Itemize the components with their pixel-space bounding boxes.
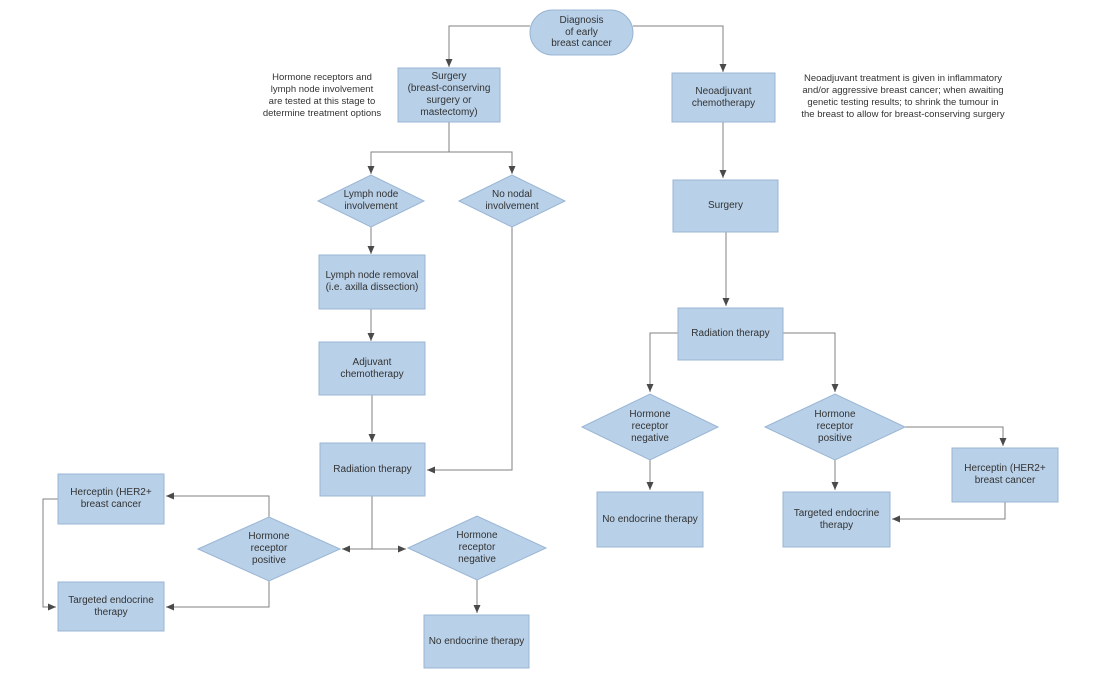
edge-diagnosis-to-surgery-left — [445, 25, 530, 67]
hr-negative-right-diamond — [580, 393, 720, 461]
no-endocrine-left-shape — [423, 614, 530, 669]
edge-hr-positive-to-herceptin-right — [905, 426, 1007, 446]
herceptin-left-shape — [57, 473, 165, 525]
lymph-involvement-diamond — [316, 174, 426, 228]
surgery-left-shape — [397, 67, 501, 123]
edge-radiation-right-to-hr-negative — [646, 332, 678, 392]
hr-negative-left-diamond — [406, 515, 548, 581]
edge-no-nodal-to-radiation-left — [427, 227, 513, 474]
targeted-left-shape — [57, 581, 165, 632]
edge-herceptin-to-targeted-left — [42, 498, 58, 611]
neoadjuvant-shape — [671, 72, 776, 123]
edge-herceptin-to-targeted-right — [892, 502, 1006, 523]
surgery-right-shape — [672, 179, 779, 233]
radiation-right-shape — [677, 307, 784, 361]
radiation-left-shape — [319, 442, 426, 497]
annotation-neoadjuvant-treatment: Neoadjuvant treatment is given in inflam… — [801, 73, 1005, 121]
adjuvant-shape — [318, 341, 426, 396]
no-endocrine-right-shape — [596, 491, 704, 548]
edge-hr-positive-to-herceptin-left — [166, 492, 270, 517]
edge-diagnosis-to-neoadjuvant — [633, 25, 727, 72]
hr-positive-left-diamond — [196, 516, 342, 582]
diagnosis-shape — [529, 9, 634, 56]
edge-hr-positive-to-targeted-left — [166, 581, 270, 611]
lymph-removal-shape — [318, 254, 426, 310]
targeted-right-shape — [782, 491, 891, 548]
hr-positive-right-diamond — [763, 393, 907, 461]
edges — [42, 25, 1007, 613]
edge-split-to-no-nodal — [449, 151, 516, 174]
no-nodal-diamond — [457, 174, 567, 228]
shapes — [57, 9, 1059, 669]
edge-radiation-right-to-hr-positive — [783, 332, 839, 392]
edge-split-to-lymph-involvement — [367, 151, 449, 174]
annotation-hormone-receptors: Hormone receptors and lymph node involve… — [262, 72, 382, 120]
herceptin-right-shape — [951, 447, 1059, 503]
